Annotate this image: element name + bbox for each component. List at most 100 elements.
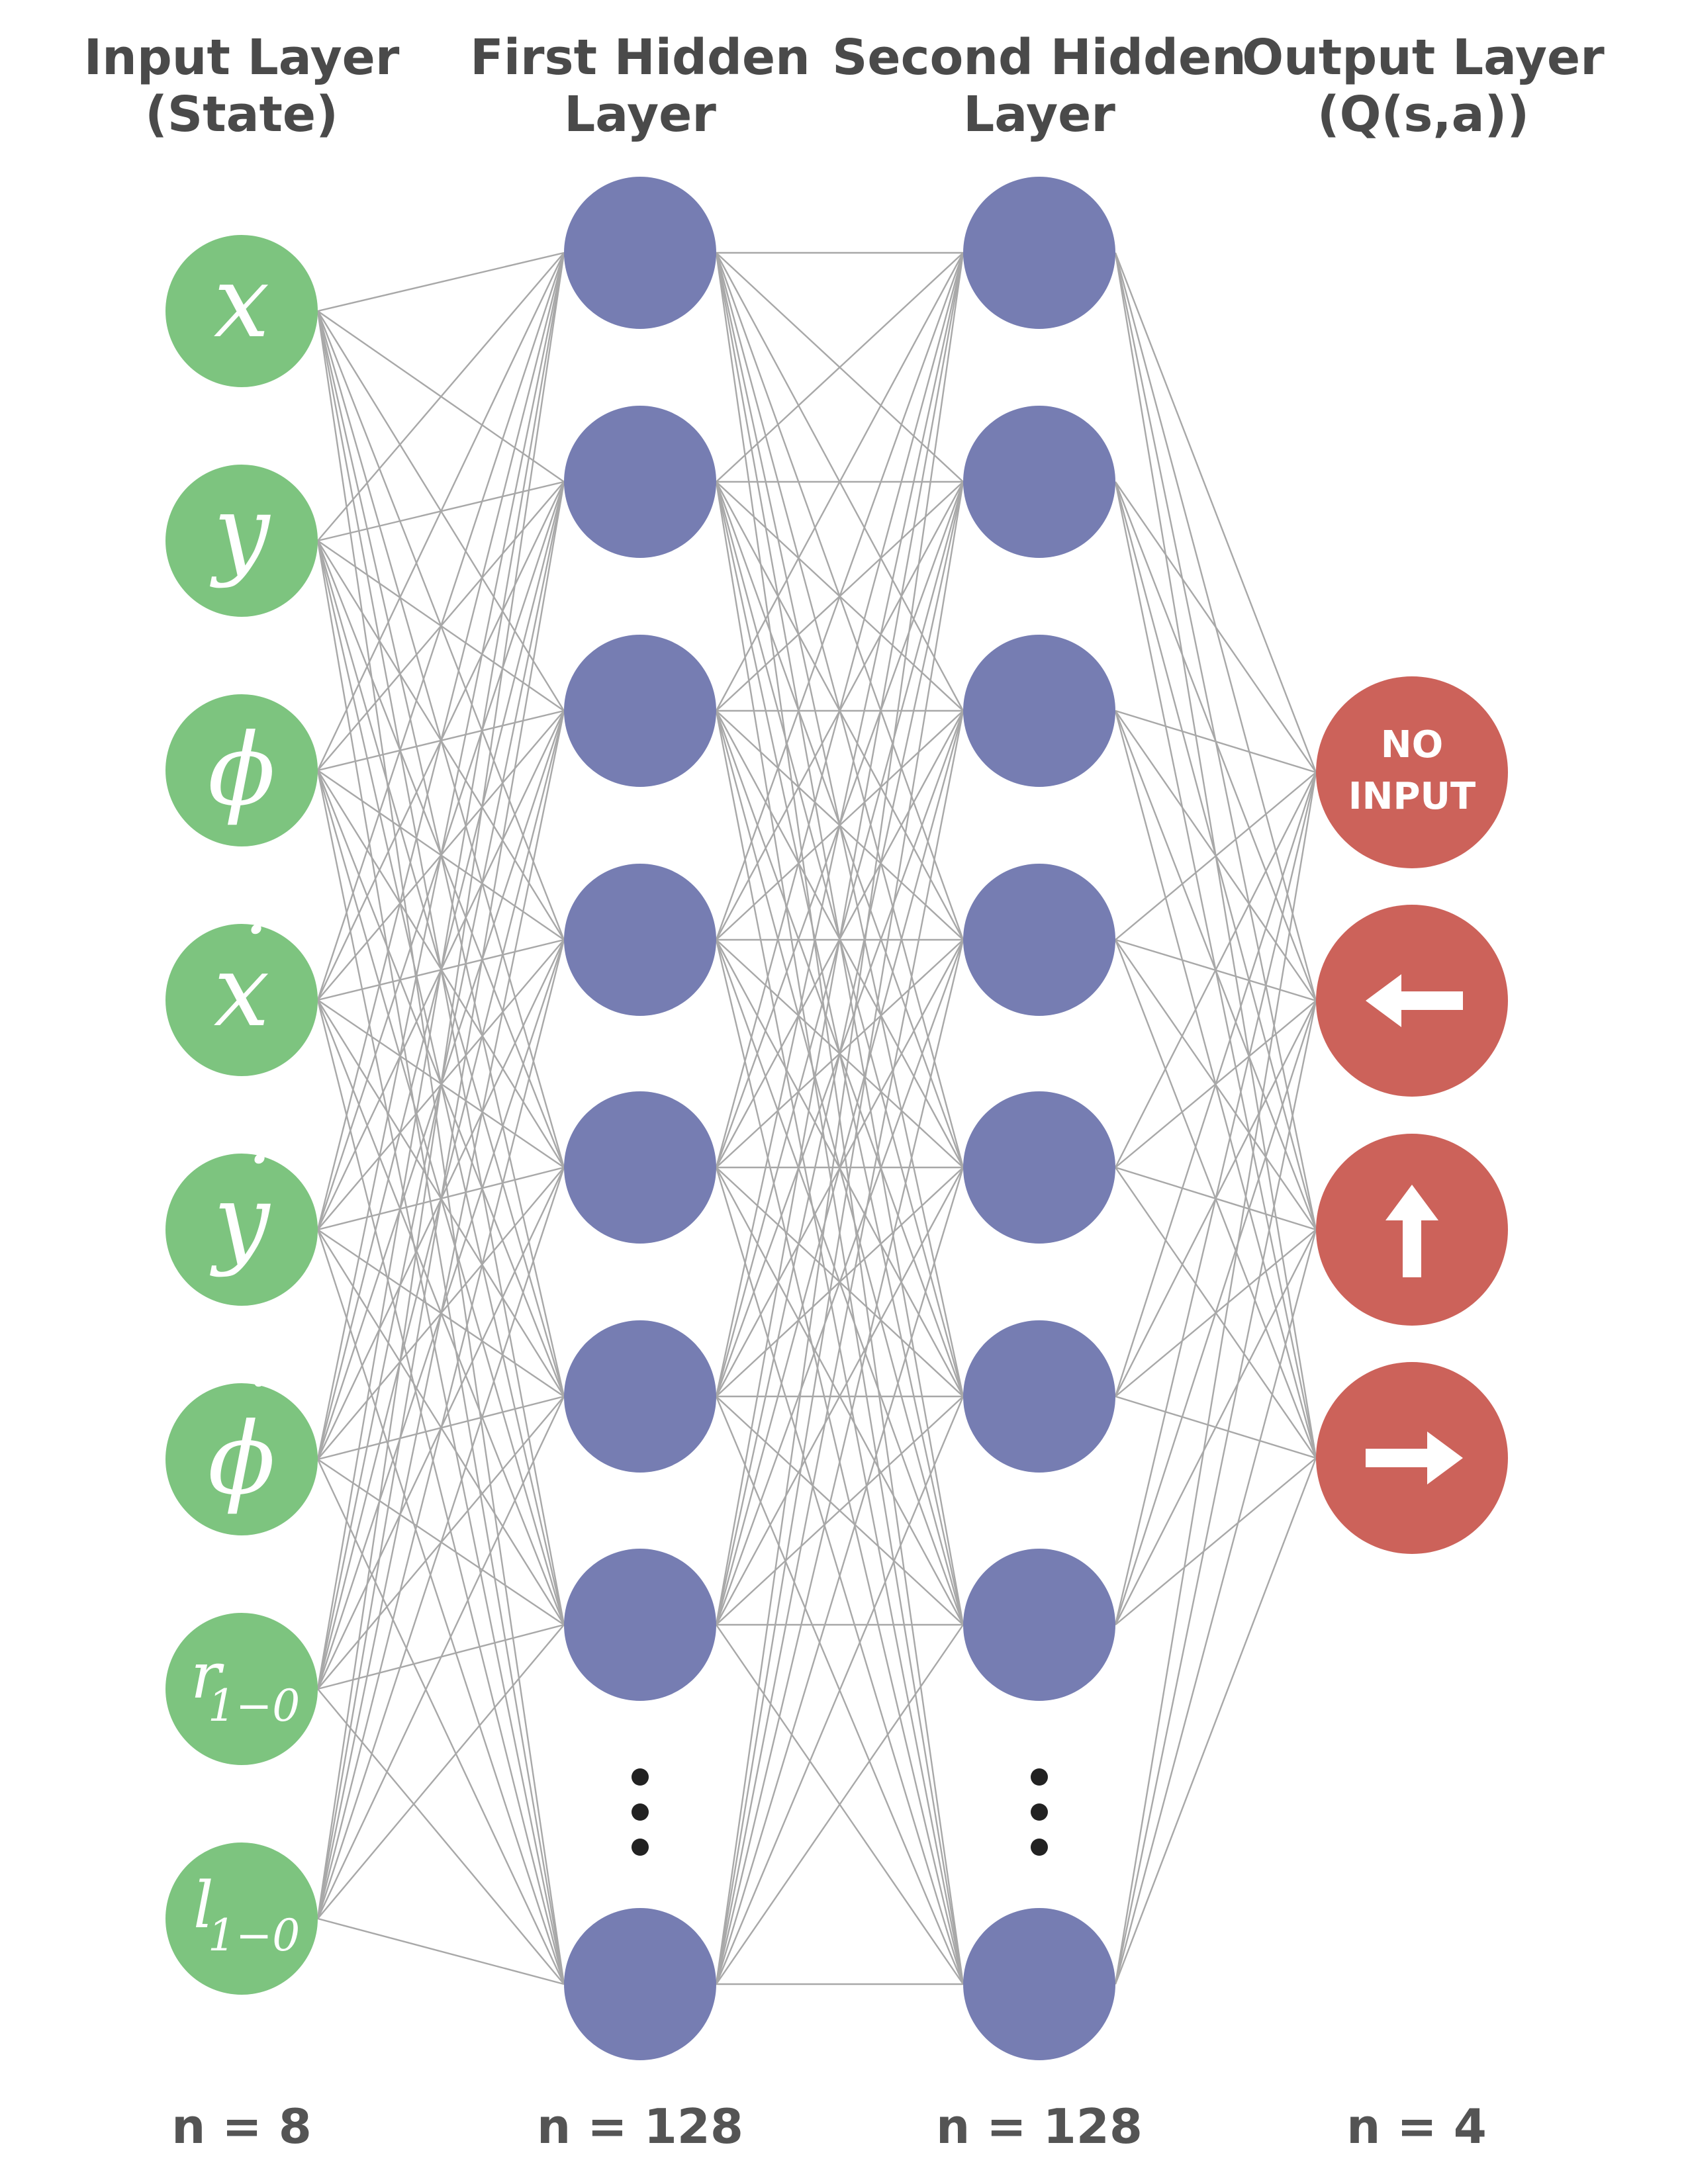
connection-edge (317, 251, 565, 312)
connection-edge (715, 1167, 964, 1625)
hidden1-node-7 (564, 1549, 716, 1701)
connection-edge (1114, 772, 1317, 1625)
hidden2-node-8 (963, 1908, 1115, 2060)
ellipsis-dot (1031, 1803, 1048, 1821)
connection-edge (316, 310, 565, 1985)
ellipsis-dot (1031, 1839, 1048, 1856)
dot-accent: ˙ (230, 1140, 273, 1240)
connection-edge (316, 252, 565, 1001)
connection-edge (316, 481, 565, 1919)
connection-edge (316, 1167, 565, 1919)
connection-edge (715, 710, 964, 1985)
input-node-circle (165, 1383, 318, 1535)
dot-accent: ˙ (227, 910, 270, 1011)
output-node-right (1316, 1362, 1508, 1554)
first-hidden-layer-nodes (564, 177, 716, 2060)
connection-edge (715, 252, 964, 1625)
dot-accent: ˙ (230, 1363, 273, 1463)
connection-edge (715, 481, 964, 1625)
connection-edge (715, 252, 964, 1985)
connection-edge (1114, 772, 1317, 1397)
connection-edge (316, 999, 565, 1985)
connection-edge (715, 939, 964, 1985)
ellipsis-dot (632, 1768, 649, 1786)
connection-edge (716, 1624, 964, 1985)
output-node-up (1316, 1134, 1508, 1326)
output-layer-title-line1: Output Layer (1242, 29, 1605, 86)
connection-edge (715, 1396, 964, 1985)
output-node-label-line2: INPUT (1348, 775, 1476, 818)
connection-edge (316, 1229, 565, 1985)
connection-edge (317, 1624, 565, 1919)
output-layer-count: n = 4 (1346, 2099, 1487, 2154)
input-node-phi: ϕ (165, 694, 318, 846)
input-node-y: y (165, 465, 318, 617)
ellipsis-dot (1031, 1768, 1048, 1786)
connection-edge (316, 1459, 565, 1985)
input-node-x-dot: x ˙ (165, 910, 318, 1076)
connection-edge (316, 540, 565, 1985)
connection-edge (316, 252, 565, 1460)
hidden1-node-2 (564, 406, 716, 558)
hidden1-node-1 (564, 177, 716, 329)
input-layer-count: n = 8 (171, 2099, 312, 2154)
connection-edge (715, 710, 964, 1625)
ellipsis-dot (632, 1839, 649, 1856)
layer-count-labels: n = 8 n = 128 n = 128 n = 4 (171, 2099, 1487, 2154)
input-node-circle (165, 1843, 318, 1995)
input-layer-nodes: x y ϕ x ˙ y ˙ ϕ ˙ r 1−0 (165, 235, 318, 1995)
connection-edge (317, 252, 565, 541)
output-layer-title-line2: (Q(s,a)) (1317, 86, 1529, 143)
connection-edge (1115, 709, 1317, 774)
input-node-label: y (210, 1163, 271, 1279)
connection-edge (716, 252, 964, 482)
connection-edge (1114, 1000, 1317, 1985)
hidden2-node-4 (963, 864, 1115, 1016)
input-node-circle (165, 1613, 318, 1765)
output-layer-nodes: NO INPUT (1316, 676, 1508, 1554)
hidden2-node-5 (963, 1091, 1115, 1244)
output-node-left (1316, 905, 1508, 1097)
connection-edge (317, 1688, 565, 1985)
input-node-y-dot: y ˙ (165, 1140, 318, 1306)
input-layer-title-line1: Input Layer (84, 29, 400, 86)
input-node-circle (165, 1154, 318, 1306)
input-layer-title-line2: (State) (145, 86, 338, 143)
input-node-circle (165, 924, 318, 1076)
hidden1-node-8 (564, 1908, 716, 2060)
hidden1-layer-title-line1: First Hidden (470, 29, 810, 86)
input-node-label: ϕ (208, 713, 275, 828)
connection-edge (316, 252, 565, 1919)
connection-edge (1114, 1000, 1317, 1625)
input-node-label: y (210, 475, 271, 590)
hidden1-layer-title-line2: Layer (564, 86, 716, 143)
connection-edge (316, 252, 565, 771)
connection-edge (1114, 252, 1317, 773)
arrow-left-icon (1366, 974, 1463, 1027)
hidden1-vertical-ellipsis-icon (632, 1768, 649, 1856)
arrow-right-icon (1366, 1432, 1463, 1484)
connection-edges (316, 251, 1317, 1985)
output-node-no-input: NO INPUT (1316, 676, 1508, 868)
hidden2-layer-count: n = 128 (936, 2099, 1143, 2154)
connection-edge (316, 770, 565, 1985)
hidden2-node-1 (963, 177, 1115, 329)
hidden2-node-6 (963, 1320, 1115, 1473)
hidden2-node-2 (963, 406, 1115, 558)
hidden2-node-7 (963, 1549, 1115, 1701)
input-node-x: x (165, 235, 318, 387)
input-node-circle (165, 235, 318, 387)
connection-edge (715, 481, 964, 1985)
hidden2-vertical-ellipsis-icon (1031, 1768, 1048, 1856)
input-node-subscript: 1−0 (208, 1910, 300, 1961)
connection-edge (1114, 1229, 1317, 1985)
hidden1-node-4 (564, 864, 716, 1016)
input-node-label: r (191, 1639, 224, 1713)
connection-edge (1115, 1457, 1317, 1625)
hidden1-node-5 (564, 1091, 716, 1244)
connection-edge (715, 1167, 964, 1985)
input-node-subscript: 1−0 (208, 1680, 300, 1731)
hidden2-layer-title-line1: Second Hidden (832, 29, 1246, 86)
connection-edge (1114, 1457, 1317, 1985)
